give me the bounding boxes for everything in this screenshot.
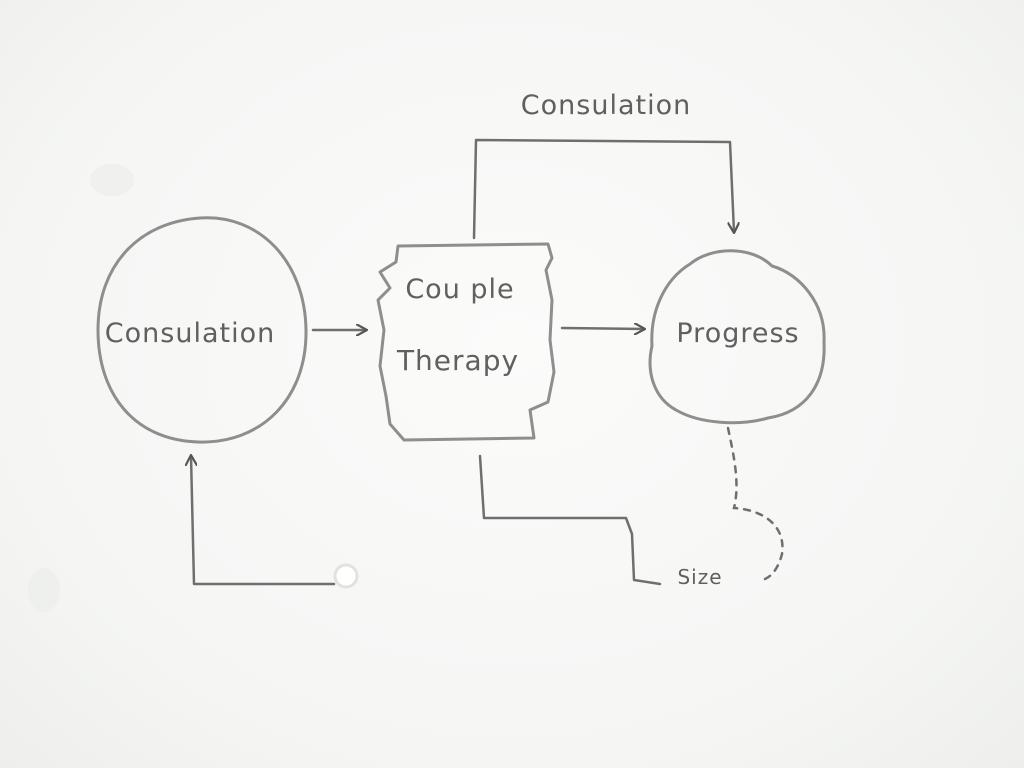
progress-cloud bbox=[648, 249, 826, 425]
consultation-circle bbox=[96, 216, 308, 444]
consultation-label: Consulation bbox=[105, 318, 275, 349]
top-edge-label: Consulation bbox=[521, 90, 691, 121]
therapy-node: Cou ple Therapy bbox=[376, 242, 556, 442]
arrow-therapy-to-progress-top bbox=[472, 138, 734, 240]
progress-label: Progress bbox=[676, 318, 799, 349]
size-label: Size bbox=[677, 565, 722, 589]
therapy-label-line2: Therapy bbox=[396, 344, 519, 377]
therapy-label-line1: Cou ple bbox=[405, 274, 514, 305]
arrow-therapy-to-progress bbox=[560, 328, 644, 329]
progress-node: Progress bbox=[648, 249, 826, 425]
consultation-node: Consulation bbox=[96, 216, 308, 444]
dotted-progress-to-size bbox=[726, 426, 784, 582]
smudge-mark bbox=[90, 164, 134, 196]
arrow-return-to-consultation bbox=[191, 456, 336, 586]
line-therapy-to-size bbox=[478, 454, 662, 586]
loop-start-dot bbox=[333, 563, 359, 589]
therapy-box bbox=[376, 242, 556, 442]
smudge-mark bbox=[28, 568, 60, 612]
